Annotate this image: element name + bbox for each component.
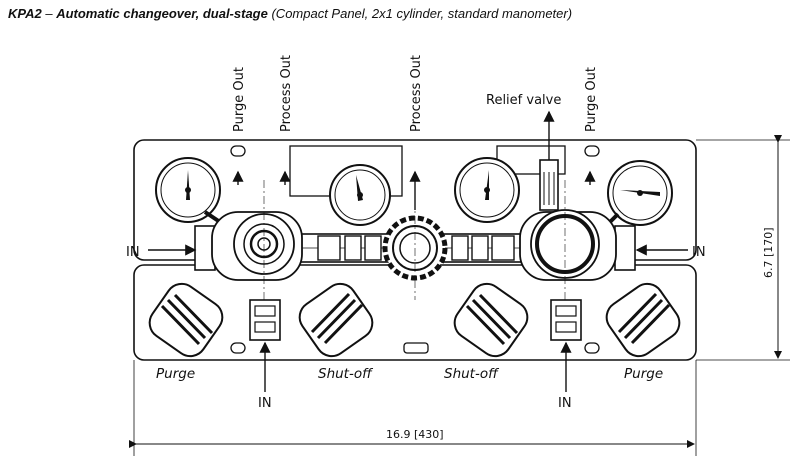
label-in-left-side: IN [126,245,140,260]
title-name: Automatic changeover, dual-stage [56,6,268,21]
label-in-bottom-right: IN [558,396,572,411]
pipe-fitting [491,235,515,261]
mounting-slot [584,342,600,354]
mounting-slot [230,145,246,157]
purge-knob-right [605,282,681,358]
label-relief-valve: Relief valve [486,93,561,108]
manometer-gauge [454,157,520,223]
label-shutoff-right: Shut-off [444,366,499,382]
pipe-fitting [344,235,362,261]
label-process-out-left: Process Out [279,55,294,132]
mounting-slot [584,145,600,157]
label-purge-out-left: Purge Out [232,67,247,132]
pipe-fitting [471,235,489,261]
title-details: (Compact Panel, 2x1 cylinder, standard m… [267,6,573,21]
mounting-slot [403,342,429,354]
pipe-fitting [451,235,469,261]
pipe-fitting [317,235,341,261]
title-model: KPA2 [8,6,42,21]
label-shutoff-left: Shut-off [318,366,373,382]
inlet-fitting-right [550,299,582,341]
label-purge-left: Purge [156,366,195,382]
mounting-slot [230,342,246,354]
label-purge-out-right: Purge Out [584,67,599,132]
diagram-title: KPA2 – Automatic changeover, dual-stage … [8,6,572,21]
title-separator: – [41,6,57,21]
manometer-gauge [155,157,222,224]
width-dimension [129,360,697,456]
purge-knob-left [148,282,224,358]
label-purge-right: Purge [624,366,663,382]
dimension-width-text: 16.9 [430] [386,428,444,441]
height-dimension [696,135,790,361]
label-process-out-center: Process Out [409,55,424,132]
dimension-height-text: 6.7 [170] [762,227,775,278]
manometer-gauge [329,164,391,226]
inlet-fitting-left [249,299,281,341]
shutoff-knob-left [298,282,374,358]
manometer-gauge [606,160,673,226]
shutoff-knob-right [453,282,529,358]
label-in-bottom-left: IN [258,396,272,411]
pipe-fitting [364,235,382,261]
label-in-right-side: IN [692,245,706,260]
